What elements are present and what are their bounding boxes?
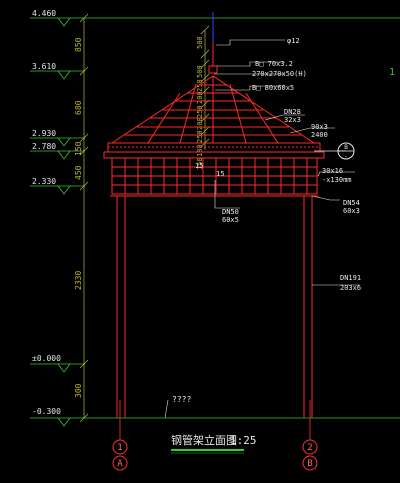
callout-ball: φ12 [287, 37, 300, 45]
axis-bubble-2 [302, 439, 318, 455]
lattice-frieze [110, 157, 319, 197]
callout-90x3: 90x3 [311, 123, 328, 131]
dimension-label: 680 [74, 100, 83, 115]
axis-letter: B [307, 459, 312, 469]
callout-dn191-size: 203x6 [340, 284, 361, 292]
dimension-label: 250 [196, 130, 204, 143]
callout-2400: 2400 [311, 131, 328, 139]
elevation-triangle [57, 17, 71, 27]
axis-letter: A [117, 459, 123, 469]
callout-dn50-size: 60x5 [222, 216, 239, 224]
dimension-label: 150 [74, 141, 83, 156]
callout-130mm: -x130mm [322, 176, 352, 184]
callout-15b: 15 [216, 170, 224, 178]
section-marker-sub: - [344, 153, 348, 160]
callout-15a: 15 [195, 162, 203, 170]
elevation-triangle [57, 417, 71, 427]
dimension-label: 250 [196, 105, 204, 118]
section-marker: B - [314, 142, 355, 160]
elevation-label: 2.930 [32, 129, 56, 138]
dimension-label: 300 [74, 383, 83, 398]
edge-mark: 1 [389, 67, 395, 78]
elevation-label: ±0.000 [32, 354, 61, 363]
leader-lines [214, 39, 360, 286]
axis-bubble-b [302, 455, 318, 471]
drawing-title: 钢管架立面图 [171, 433, 237, 447]
callout-dn50: DN50 [222, 208, 239, 216]
elevation-label: -0.300 [32, 407, 61, 416]
callout-30x16: 30x16 [322, 167, 343, 175]
callout-dn54-size: 60x3 [343, 207, 360, 215]
dimension-label: 200 [196, 91, 204, 104]
elevation-label: 3.610 [32, 62, 56, 71]
note-marker: ???? [164, 395, 191, 419]
callout-dn54: DN54 [343, 199, 360, 207]
elevation-label: 4.460 [32, 9, 56, 18]
drawing-scale: 1:25 [230, 434, 257, 447]
axis-lines [119, 400, 311, 440]
left-dimension-chain [79, 13, 89, 423]
callout-b80: B□ 80x60x5 [252, 84, 294, 92]
dimension-label: 850 [74, 37, 83, 52]
section-marker-label: B [344, 144, 348, 151]
axis-bubble-1 [112, 439, 128, 455]
eave-band [103, 142, 325, 159]
elevation-triangle [57, 70, 71, 80]
dimension-label: 500 [196, 36, 204, 49]
callout-dn28-size: 32x3 [284, 116, 301, 124]
columns [116, 196, 313, 418]
elevation-label: 2.330 [32, 177, 56, 186]
callout-plate: 270x270x50(H) [252, 70, 307, 78]
dimension-label: 450 [74, 165, 83, 180]
axis-number: 1 [117, 443, 122, 453]
elevation-triangle [57, 363, 71, 373]
note-text: ???? [172, 395, 191, 404]
axis-bubbles [112, 439, 318, 471]
callout-b70: B□ 70x3.2 [255, 60, 293, 68]
finial [208, 42, 218, 74]
dimension-label: 150 [196, 157, 204, 170]
dimension-label: 2330 [74, 271, 83, 290]
callout-dn28: DN28 [284, 108, 301, 116]
callout-dn191: DN191 [340, 274, 361, 282]
dimension-label: 500 [196, 65, 204, 78]
axis-bubble-a [112, 455, 128, 471]
axis-number: 2 [307, 443, 312, 453]
elevation-triangle [57, 150, 71, 160]
elevation-triangle [57, 185, 71, 195]
roof [110, 75, 316, 144]
elevation-triangle [57, 137, 71, 147]
drawing-title-block: 钢管架立面图 1:25 [171, 433, 257, 454]
elevation-label: 2.780 [32, 142, 56, 151]
elevation-markers [57, 17, 71, 427]
dimension-label: 200 [196, 117, 204, 130]
dimension-label: 180 [196, 144, 204, 157]
dimension-label: 250 [196, 79, 204, 92]
level-lines [30, 17, 400, 419]
